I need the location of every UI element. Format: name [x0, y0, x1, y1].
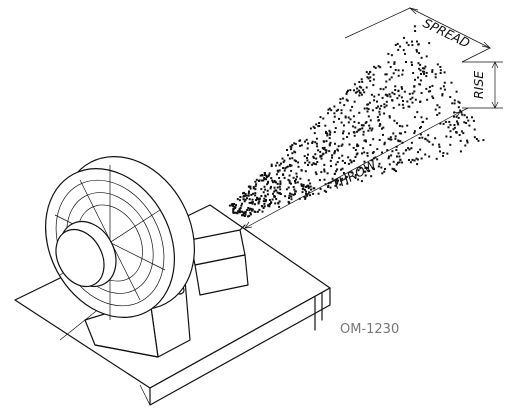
- riser-box: [189, 224, 249, 296]
- rise-label: RISE: [471, 71, 486, 99]
- throw-dimension: [244, 107, 469, 229]
- figure-code: OM-1230: [340, 322, 399, 337]
- spread-dimension: [344, 7, 492, 63]
- rise-dimension: [462, 61, 503, 109]
- airflow-spray-pattern: [228, 25, 485, 218]
- fan-housing: [44, 156, 195, 320]
- spread-label: SPREAD: [421, 15, 473, 51]
